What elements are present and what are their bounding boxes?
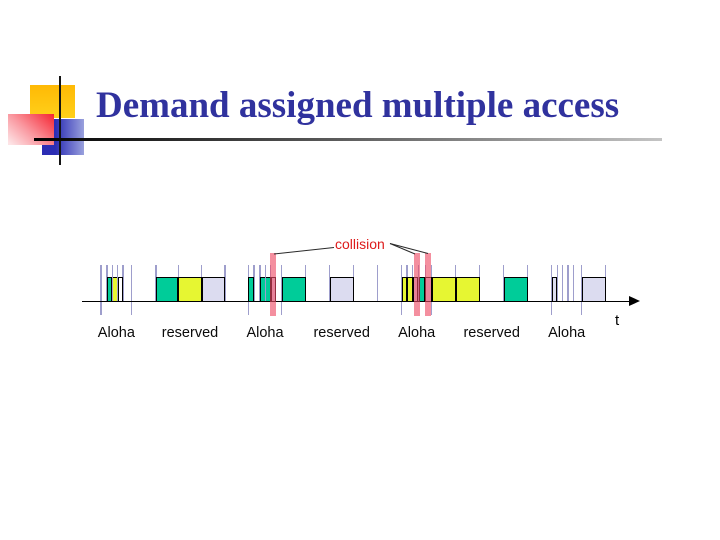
slot-tick-overlay	[264, 265, 267, 302]
transmission-box-yellow	[455, 277, 480, 302]
slot-tick	[556, 265, 559, 302]
section-label-aloha: Aloha	[246, 325, 284, 341]
collision-connector-line	[389, 243, 429, 254]
slot-tick-overlay	[111, 265, 114, 302]
slot-tick	[478, 265, 481, 302]
section-label-reserved: reserved	[463, 325, 520, 341]
slot-tick	[352, 265, 355, 302]
slot-tick	[526, 265, 529, 302]
time-axis-label: t	[615, 312, 620, 329]
section-boundary-tick	[100, 265, 102, 315]
title-underline-rule	[34, 138, 662, 141]
slot-tick	[561, 265, 564, 302]
transmission-box-yellow	[431, 277, 456, 302]
slot-tick	[253, 265, 255, 302]
time-axis-arrowhead	[629, 295, 640, 306]
section-label-reserved: reserved	[313, 325, 370, 341]
collision-bar	[425, 253, 432, 316]
collision-label: collision	[335, 236, 385, 252]
transmission-box-green	[503, 277, 528, 302]
slot-tick	[304, 265, 307, 302]
slot-tick	[376, 265, 379, 302]
section-boundary-tick	[130, 265, 133, 315]
transmission-box-green	[281, 277, 306, 302]
transmission-box-green	[248, 277, 254, 302]
transmission-box-yellow	[178, 277, 202, 302]
transmission-box-white	[117, 277, 123, 302]
slot-tick	[122, 265, 124, 302]
transmission-box-lavender	[551, 277, 558, 302]
slide-title: Demand assigned multiple access	[96, 85, 620, 126]
decoration-vertical-line	[59, 76, 61, 165]
time-axis	[82, 300, 632, 302]
collision-connector-line	[389, 243, 416, 255]
transmission-box-lavender	[581, 277, 606, 302]
collision-bar	[270, 253, 277, 316]
transmission-box-lavender	[329, 277, 354, 302]
collision-bar	[413, 253, 420, 316]
slot-tick	[224, 265, 226, 302]
transmission-box-lavender	[201, 277, 225, 302]
transmission-box-green	[156, 277, 179, 302]
collision-connector-line	[273, 247, 335, 255]
section-label-aloha: Aloha	[398, 325, 436, 341]
section-label-aloha: Aloha	[97, 325, 135, 341]
transmission-box-green	[418, 277, 426, 302]
decoration-yellow-square	[30, 85, 75, 118]
slot-tick-overlay	[116, 265, 119, 302]
section-label-aloha: Aloha	[548, 325, 586, 341]
slot-tick	[604, 265, 607, 302]
section-label-reserved: reserved	[161, 325, 219, 341]
slot-tick	[567, 265, 569, 302]
slot-tick	[572, 265, 575, 302]
